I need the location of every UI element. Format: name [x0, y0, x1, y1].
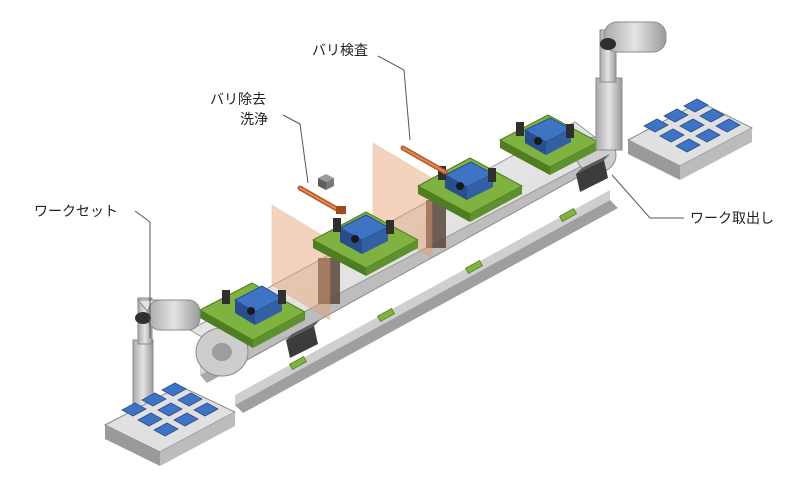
pallet-1	[198, 282, 307, 348]
label-burr-inspection: バリ検査	[312, 43, 368, 59]
label-deburr-line1: バリ除去	[210, 92, 266, 108]
pallet-2	[311, 211, 420, 276]
pallet-4	[498, 114, 600, 175]
parts-tray-left	[103, 382, 237, 466]
inspection-nozzle	[400, 145, 448, 175]
robot-arm-left	[132, 297, 202, 411]
label-work-remove: ワーク取出し	[690, 211, 774, 227]
station-supports	[318, 200, 446, 304]
parts-tray-right	[626, 98, 754, 180]
sensor-cube	[318, 174, 334, 190]
label-deburr-line2: 洗浄	[240, 112, 268, 128]
robot-arm-right	[595, 21, 667, 151]
label-work-set: ワークセット	[34, 204, 118, 220]
leader-lines	[134, 55, 684, 338]
deburr-nozzle	[297, 185, 346, 215]
